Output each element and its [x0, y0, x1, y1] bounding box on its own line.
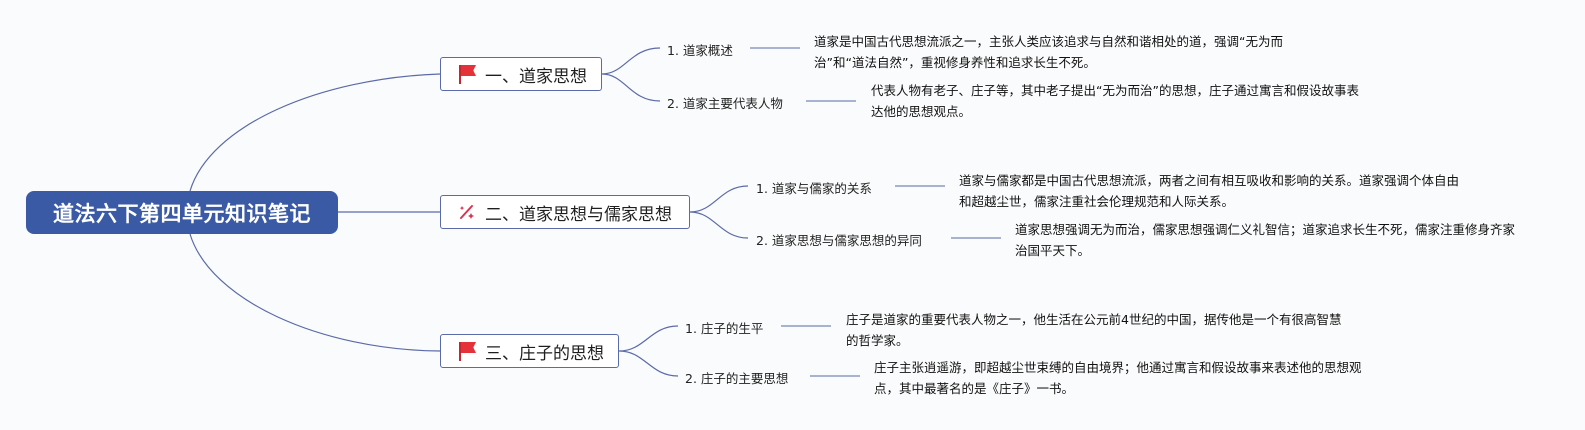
root-title: 道法六下第四单元知识笔记	[53, 201, 311, 226]
topic-daojia-rujia[interactable]: 二、道家思想与儒家思想	[440, 195, 690, 229]
subtopic-detail: 道家是中国古代思想流派之一，主张人类应该追求与自然和谐相处的道，强调“无为而治”…	[814, 34, 1283, 70]
subtopic-label[interactable]: 1. 庄子的生平	[685, 321, 764, 336]
topic-label: 二、道家思想与儒家思想	[485, 204, 672, 225]
topic1-branch	[601, 47, 661, 102]
sparkle-icon	[457, 202, 479, 222]
subtopic-label[interactable]: 1. 道家与儒家的关系	[756, 181, 872, 196]
root-topic[interactable]: 道法六下第四单元知识笔记	[26, 191, 338, 234]
topic-label: 三、庄子的思想	[485, 343, 604, 364]
subtopic-detail: 庄子主张逍遥游，即超越尘世束缚的自由境界；他通过寓言和假设故事来表述他的思想观点…	[874, 360, 1362, 396]
subtopic-detail: 庄子是道家的重要代表人物之一，他生活在公元前4世纪的中国，据传他是一个有很高智慧…	[846, 312, 1342, 348]
flag-icon	[457, 341, 479, 361]
root-connector-1	[189, 73, 441, 192]
topic2-branch	[689, 185, 749, 239]
subtopic-detail: 代表人物有老子、庄子等，其中老子提出“无为而治”的思想，庄子通过寓言和假设故事表…	[871, 83, 1359, 119]
topic-zhuangzi-sixiang[interactable]: 三、庄子的思想	[440, 334, 619, 368]
topic3-branch	[618, 325, 679, 377]
topic-daojia-sixiang[interactable]: 一、道家思想	[440, 57, 602, 91]
subtopic-detail: 道家思想强调无为而治，儒家思想强调仁义礼智信；道家追求长生不死，儒家注重修身齐家…	[1015, 222, 1516, 258]
topic-label: 一、道家思想	[485, 66, 587, 87]
subtopic-label[interactable]: 2. 道家主要代表人物	[667, 96, 783, 111]
subtopic-label[interactable]: 2. 道家思想与儒家思想的异同	[756, 233, 922, 248]
root-connector-3	[189, 233, 441, 352]
subtopic-label[interactable]: 2. 庄子的主要思想	[685, 371, 789, 386]
subtopic-label[interactable]: 1. 道家概述	[667, 43, 733, 58]
flag-icon	[457, 64, 479, 84]
subtopic-detail: 道家与儒家都是中国古代思想流派，两者之间有相互吸收和影响的关系。道家强调个体自由…	[959, 173, 1460, 209]
